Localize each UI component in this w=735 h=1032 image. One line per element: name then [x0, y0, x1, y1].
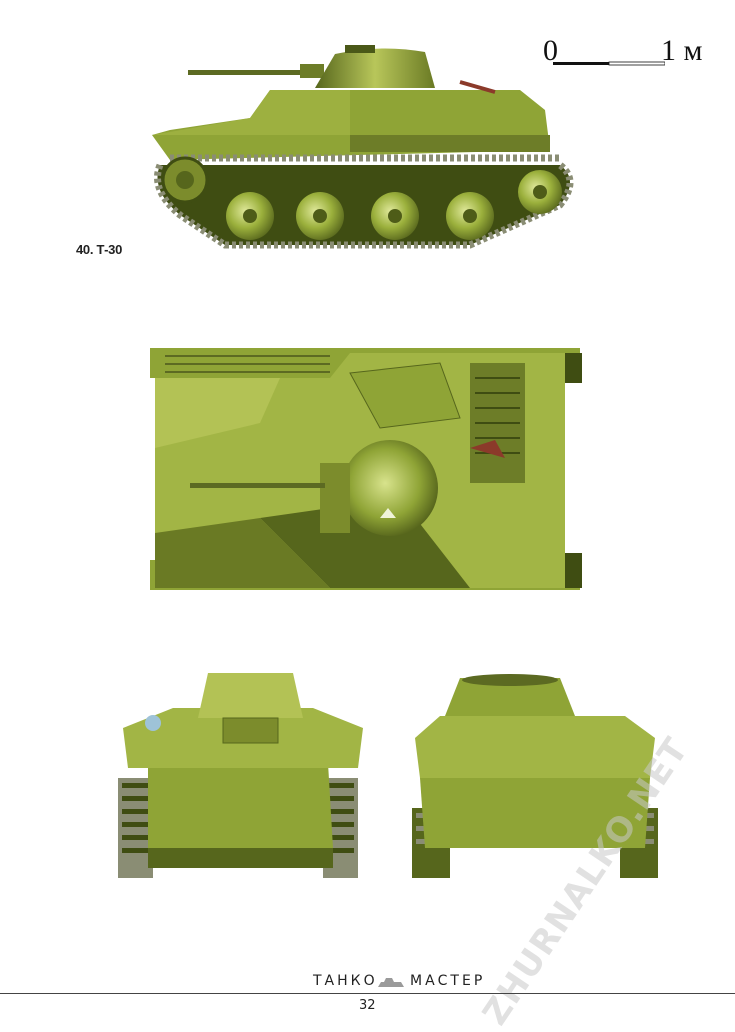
side-road-wheels: [226, 170, 562, 240]
page-number: 32: [359, 998, 376, 1013]
top-turret-dome: [342, 440, 438, 536]
front-turret: [198, 673, 303, 718]
scale-start-label: 0: [543, 34, 558, 67]
side-gun-barrel: [188, 70, 318, 75]
front-view: [118, 673, 363, 878]
figure-caption: 40. Т-30: [76, 242, 123, 257]
rear-hull: [420, 778, 650, 848]
footer-right-word: МАСТЕР: [410, 973, 486, 989]
top-view: [150, 348, 582, 590]
rear-view: [412, 674, 658, 878]
side-turret: [315, 48, 435, 88]
rear-turret: [445, 678, 575, 716]
footer-rule: [0, 993, 735, 994]
front-track-left: [118, 778, 153, 878]
scale-end-label: 1 м: [661, 34, 703, 67]
top-gun-barrel: [190, 483, 325, 488]
footer-left-word: ТАНКО: [313, 973, 378, 989]
tank-logo-icon: [378, 978, 404, 987]
side-view: [152, 45, 574, 249]
side-track: [157, 165, 570, 245]
side-gun-mantlet: [300, 64, 324, 78]
scale-bar: [553, 61, 665, 66]
front-hull: [148, 763, 333, 848]
